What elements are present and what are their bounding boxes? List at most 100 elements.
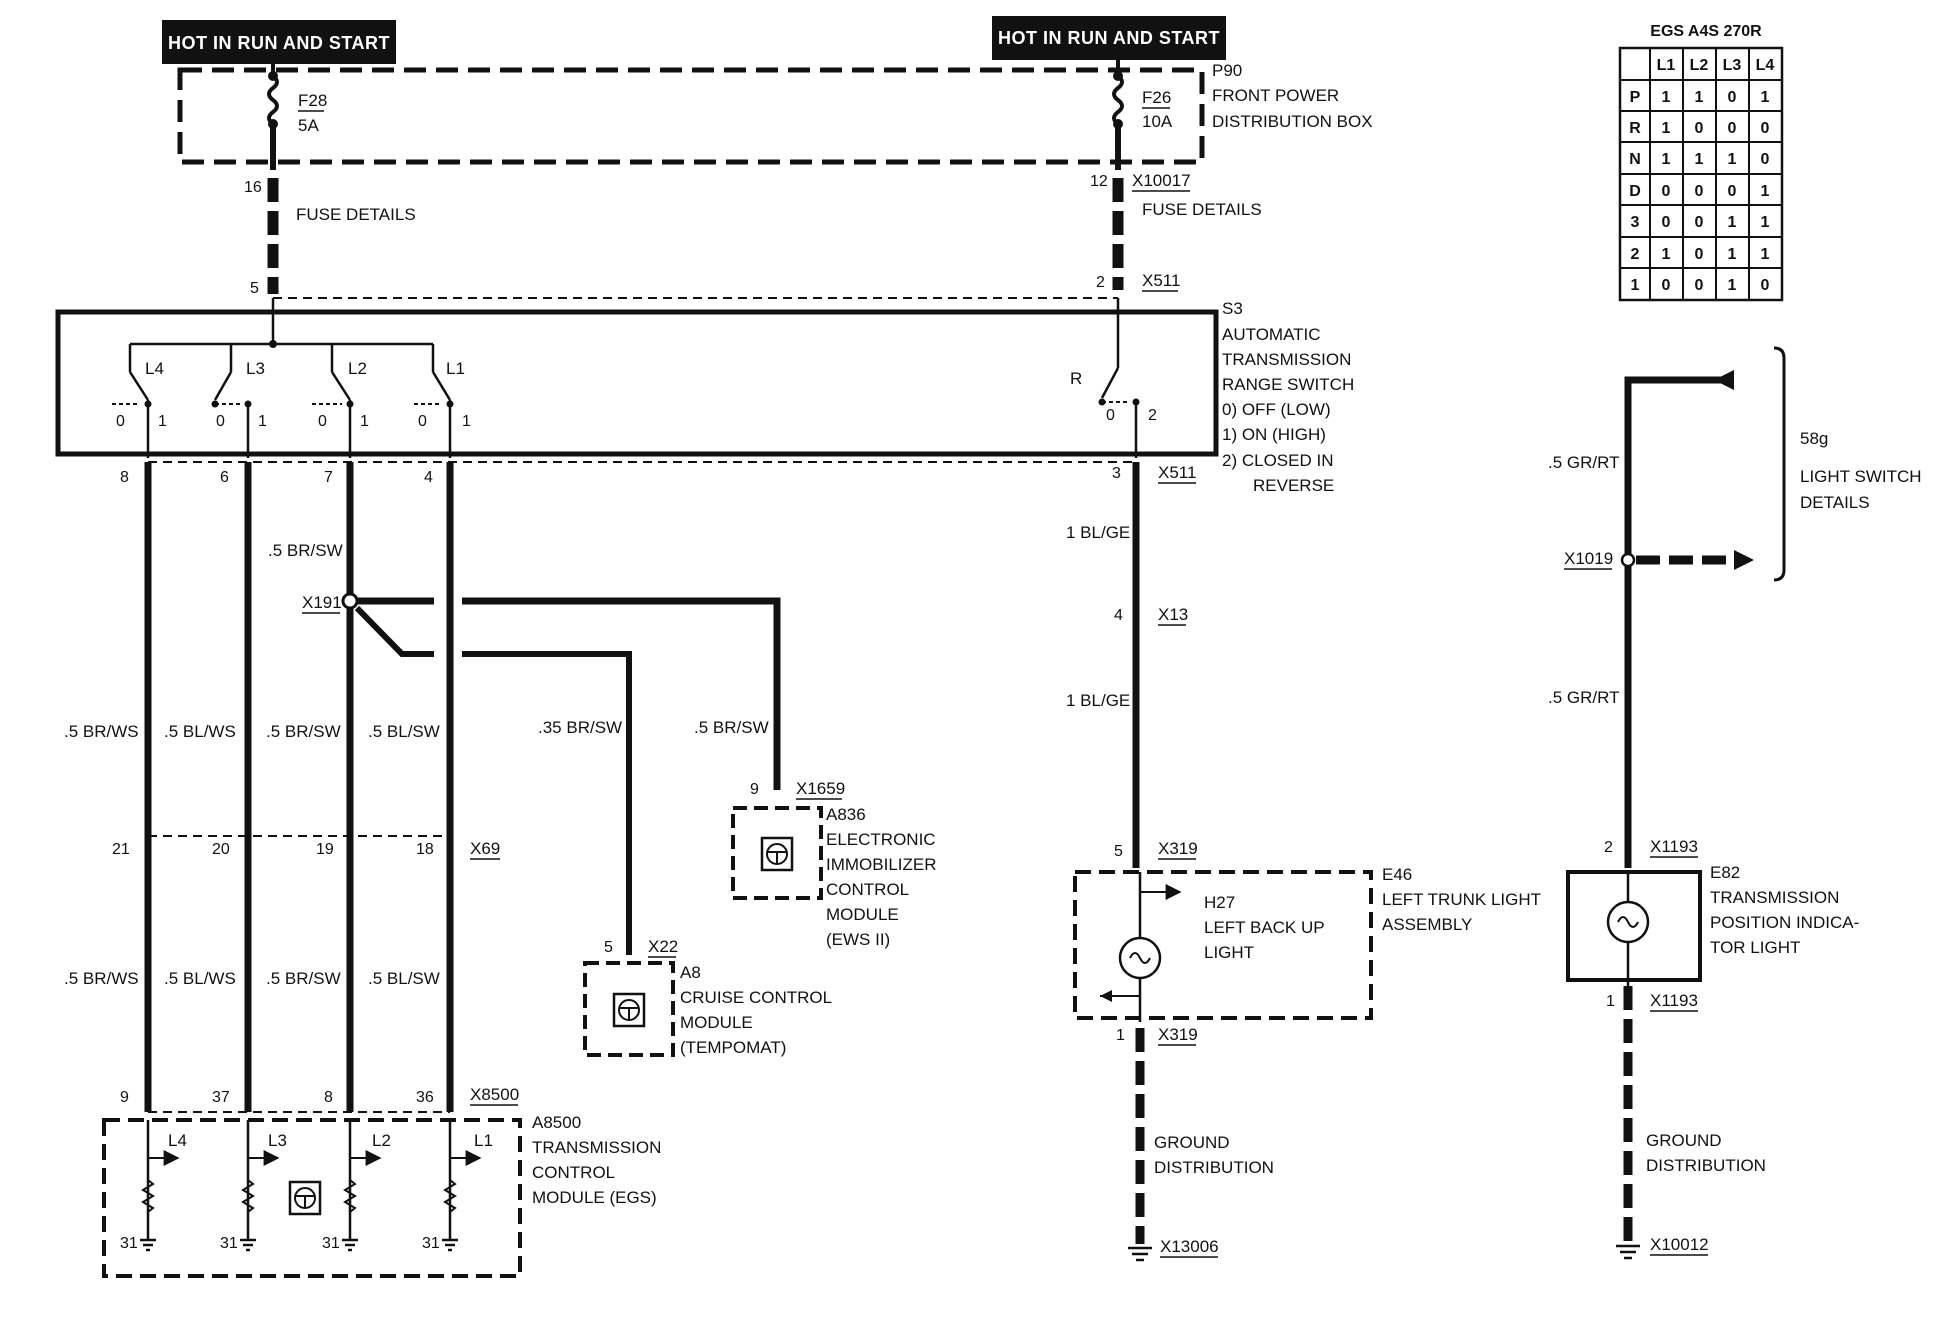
s3-id: S3 bbox=[1222, 299, 1243, 318]
svg-text:1: 1 bbox=[1728, 277, 1737, 294]
h27-id: H27 bbox=[1204, 893, 1235, 912]
e82-id: E82 bbox=[1710, 863, 1740, 882]
switch-contact-l3: L3 0 1 bbox=[211, 344, 267, 458]
x319-top: X319 bbox=[1158, 839, 1198, 858]
x69-pin-20: 20 bbox=[212, 841, 230, 858]
h27-name-2: LIGHT bbox=[1204, 943, 1254, 962]
pin-6: 6 bbox=[220, 469, 229, 486]
indicator-ground-1: GROUND bbox=[1646, 1131, 1722, 1150]
ews-name-2: IMMOBILIZER bbox=[826, 855, 937, 874]
svg-text:HOT IN RUN AND START: HOT IN RUN AND START bbox=[168, 33, 390, 53]
svg-text:0: 0 bbox=[1695, 214, 1704, 231]
ews-connector: X1659 bbox=[796, 779, 845, 798]
svg-text:R: R bbox=[1629, 120, 1641, 137]
x319-bottom: X319 bbox=[1158, 1025, 1198, 1044]
svg-text:1: 1 bbox=[1695, 89, 1704, 106]
svg-text:0: 0 bbox=[1728, 89, 1737, 106]
indicator-ground-icon bbox=[1616, 1244, 1640, 1260]
svg-text:0: 0 bbox=[1761, 277, 1770, 294]
s3-name-2: TRANSMISSION bbox=[1222, 350, 1351, 369]
p90-id: P90 bbox=[1212, 61, 1242, 80]
pin-2: 2 bbox=[1096, 274, 1105, 291]
wire-upper-2: .5 BL/WS bbox=[164, 722, 236, 741]
egs-ground-pin-4: 31 bbox=[422, 1235, 440, 1252]
indicator-wire bbox=[1624, 376, 1734, 868]
power-header-right: HOT IN RUN AND START bbox=[992, 16, 1226, 60]
fuse-details-left: FUSE DETAILS bbox=[296, 205, 416, 224]
svg-text:1: 1 bbox=[158, 413, 167, 430]
indicator-ground-2: DISTRIBUTION bbox=[1646, 1156, 1766, 1175]
x69-pin-19: 19 bbox=[316, 841, 334, 858]
svg-text:0: 0 bbox=[216, 413, 225, 430]
svg-text:1: 1 bbox=[258, 413, 267, 430]
x8500-pin-8: 8 bbox=[324, 1089, 333, 1106]
pin-7: 7 bbox=[324, 469, 333, 486]
egs-ground-pin-1: 31 bbox=[120, 1235, 138, 1252]
svg-text:L4: L4 bbox=[168, 1131, 187, 1150]
x511-top: X511 bbox=[1142, 271, 1180, 290]
backup-wire-2: 1 BL/GE bbox=[1066, 691, 1130, 710]
harness-wires bbox=[144, 462, 454, 1112]
e82-name-3: TOR LIGHT bbox=[1710, 938, 1800, 957]
svg-text:0: 0 bbox=[1695, 277, 1704, 294]
x1193-pin-bottom: 1 bbox=[1606, 993, 1615, 1010]
x10017-label: X10017 bbox=[1132, 171, 1191, 190]
f28-rating: 5A bbox=[298, 116, 319, 135]
x191-label: X191 bbox=[302, 593, 342, 612]
x13-label: X13 bbox=[1158, 605, 1188, 624]
ews-name-3: CONTROL bbox=[826, 880, 909, 899]
svg-text:0: 0 bbox=[1662, 214, 1671, 231]
wire-to-cruise bbox=[354, 605, 434, 657]
pin-8: 8 bbox=[120, 469, 129, 486]
x319-pin-top: 5 bbox=[1114, 843, 1123, 860]
egs-logic-table: EGS A4S 270R L1 L2 L3 L4 P 1 1 0 1 R 1 0… bbox=[1618, 23, 1784, 302]
x69-label: X69 bbox=[470, 839, 500, 858]
ews-pin: 9 bbox=[750, 781, 759, 798]
svg-text:L2: L2 bbox=[372, 1131, 391, 1150]
egs-ground-icons bbox=[140, 1238, 458, 1252]
cruise-ecu-symbol-icon bbox=[612, 992, 646, 1028]
svg-text:L3: L3 bbox=[246, 359, 265, 378]
light-switch-bracket bbox=[1773, 346, 1786, 582]
f26-rating: 10A bbox=[1142, 112, 1173, 131]
ews-name-4: MODULE bbox=[826, 905, 899, 924]
egs-id: A8500 bbox=[532, 1113, 581, 1132]
svg-text:HOT IN RUN AND START: HOT IN RUN AND START bbox=[998, 28, 1220, 48]
cruise-name-2: MODULE bbox=[680, 1013, 753, 1032]
svg-text:1: 1 bbox=[1728, 246, 1737, 263]
backup-ground-2: DISTRIBUTION bbox=[1154, 1158, 1274, 1177]
s3-name-1: AUTOMATIC bbox=[1222, 325, 1321, 344]
power-header-left: HOT IN RUN AND START bbox=[162, 20, 396, 64]
p90-name-1: FRONT POWER bbox=[1212, 86, 1339, 105]
egs-name-3: MODULE (EGS) bbox=[532, 1188, 657, 1207]
svg-text:1: 1 bbox=[1631, 277, 1640, 294]
svg-text:L2: L2 bbox=[348, 359, 367, 378]
svg-text:2: 2 bbox=[1631, 246, 1640, 263]
x69-pin-18: 18 bbox=[416, 841, 434, 858]
svg-text:0: 0 bbox=[1662, 183, 1671, 200]
svg-text:L3: L3 bbox=[1723, 57, 1742, 74]
range-switch-s3 bbox=[55, 309, 1219, 457]
svg-text:0: 0 bbox=[1106, 407, 1115, 424]
wire-upper-3: .5 BR/SW bbox=[266, 722, 341, 741]
svg-text:1: 1 bbox=[1761, 89, 1770, 106]
svg-text:1: 1 bbox=[360, 413, 369, 430]
svg-text:0: 0 bbox=[1728, 183, 1737, 200]
ews-module-a836 bbox=[731, 806, 823, 900]
x69-pin-21: 21 bbox=[112, 841, 130, 858]
wire-lower-1: .5 BR/WS bbox=[64, 969, 139, 988]
indicator-wire-1: .5 GR/RT bbox=[1548, 453, 1619, 472]
front-power-distribution-box bbox=[177, 67, 1205, 165]
x319-pin-bottom: 1 bbox=[1116, 1027, 1125, 1044]
x511-bottom: X511 bbox=[1158, 463, 1196, 482]
egs-ground-pin-2: 31 bbox=[220, 1235, 238, 1252]
wire-lower-4: .5 BL/SW bbox=[368, 969, 440, 988]
58g-name-2: DETAILS bbox=[1800, 493, 1870, 512]
svg-text:D: D bbox=[1629, 183, 1641, 200]
x1193-pin-top: 2 bbox=[1604, 839, 1613, 856]
backup-ground-icon bbox=[1128, 1246, 1152, 1262]
ews-ecu-symbol-icon bbox=[760, 836, 794, 872]
s3-legend-off: 0) OFF (LOW) bbox=[1222, 400, 1331, 419]
